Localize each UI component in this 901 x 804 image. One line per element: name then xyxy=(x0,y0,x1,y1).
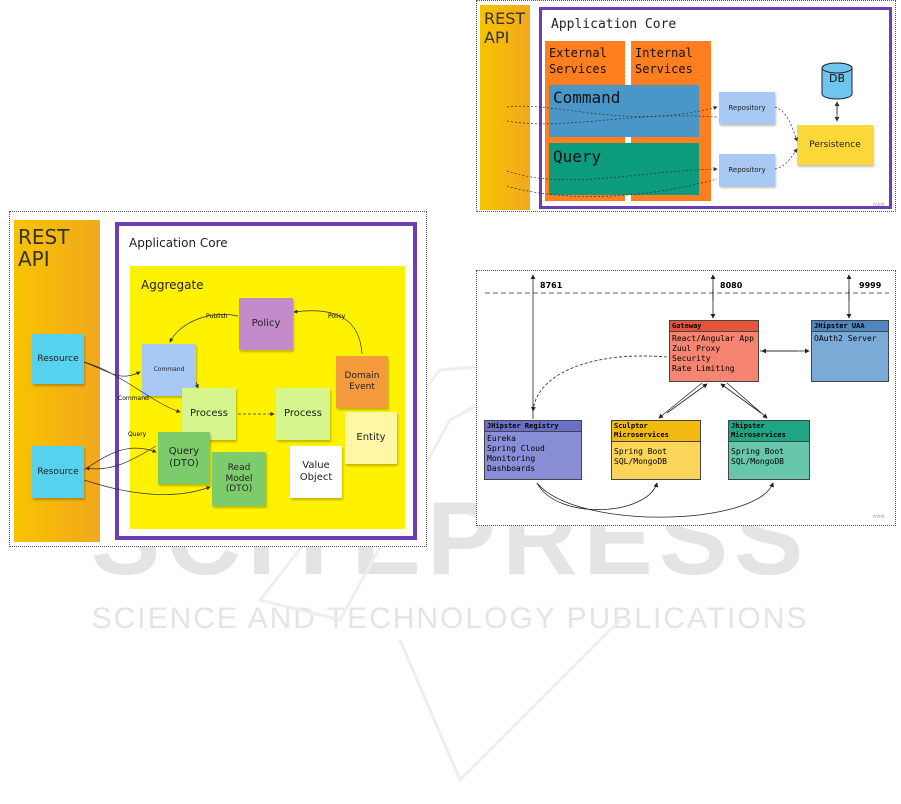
policy-note: Policy xyxy=(239,298,293,350)
resource-bottom: Resource xyxy=(32,446,84,498)
tr-query-box: Query xyxy=(549,143,699,195)
edge-label-query: Query xyxy=(128,431,147,438)
internal-services-label: Internal Services xyxy=(635,46,693,76)
tr-miro-mark: miro xyxy=(873,202,885,208)
edge-label-publish: Publish xyxy=(206,313,228,320)
edge-label-command: Command xyxy=(118,395,149,402)
left-diagram: REST API Application Core Aggregate Reso… xyxy=(9,211,427,547)
tr-rest-api-label: REST API xyxy=(484,9,526,47)
read-model-note: Read Model (DTO) xyxy=(212,452,266,506)
rest-api-label: REST API xyxy=(18,225,70,271)
gateway-title: Gateway xyxy=(670,321,758,332)
process-note-1: Process xyxy=(182,388,236,440)
br-miro-mark: miro xyxy=(873,514,885,520)
sculptor-box: Sculptor Microservices Spring Boot SQL/M… xyxy=(611,420,701,480)
port-9999: 9999 xyxy=(859,281,882,290)
uaa-title: JHipster UAA xyxy=(812,321,888,332)
tr-application-core-label: Application Core xyxy=(551,17,677,32)
registry-box: JHipster Registry Eureka Spring Cloud Mo… xyxy=(484,420,582,480)
tr-query-label: Query xyxy=(553,147,602,166)
db-icon xyxy=(821,62,853,100)
watermark-subtitle: SCIENCE AND TECHNOLOGY PUBLICATIONS xyxy=(91,602,809,635)
repository-2: Repository xyxy=(719,154,775,186)
uaa-box: JHipster UAA OAuth2 Server xyxy=(811,320,889,382)
tr-command-box: Command xyxy=(549,85,699,137)
persistence-box: Persistence xyxy=(797,125,873,165)
sculptor-details: Spring Boot SQL/MongoDB xyxy=(614,447,667,466)
process-note-2: Process xyxy=(276,388,330,440)
repository-1: Repository xyxy=(719,92,775,124)
uaa-details: OAuth2 Server xyxy=(814,334,877,343)
tr-command-label: Command xyxy=(553,88,621,107)
edge-label-policy: Policy xyxy=(328,313,346,320)
bottom-right-diagram: 8761 8080 9999 Gateway React/Angular App… xyxy=(476,270,896,526)
domain-event-note: Domain Event xyxy=(336,356,388,408)
port-8761: 8761 xyxy=(540,281,563,290)
gateway-details: React/Angular App Zuul Proxy Security Ra… xyxy=(672,334,754,373)
application-core-label: Application Core xyxy=(129,236,228,250)
external-services-label: External Services xyxy=(549,46,607,76)
tr-rest-api-column: REST API xyxy=(480,5,530,210)
query-dto-note: Query (DTO) xyxy=(158,432,210,484)
value-object-note: Value Object xyxy=(290,446,342,498)
jhipster-ms-title: Jhipster Microservices xyxy=(729,421,809,442)
sculptor-title: Sculptor Microservices xyxy=(612,421,700,442)
jhipster-ms-box: Jhipster Microservices Spring Boot SQL/M… xyxy=(728,420,810,480)
registry-title: JHipster Registry xyxy=(485,421,581,432)
bottom-right-connectors xyxy=(485,274,889,518)
jhipster-ms-details: Spring Boot SQL/MongoDB xyxy=(731,447,784,466)
top-right-diagram: REST API Application Core External Servi… xyxy=(476,0,896,212)
gateway-box: Gateway React/Angular App Zuul Proxy Sec… xyxy=(669,320,759,382)
entity-note: Entity xyxy=(345,412,397,464)
port-8080: 8080 xyxy=(720,281,743,290)
db-label: DB xyxy=(828,72,846,85)
aggregate-label: Aggregate xyxy=(141,278,204,292)
resource-top: Resource xyxy=(32,334,84,384)
registry-details: Eureka Spring Cloud Monitoring Dashboard… xyxy=(487,434,545,473)
